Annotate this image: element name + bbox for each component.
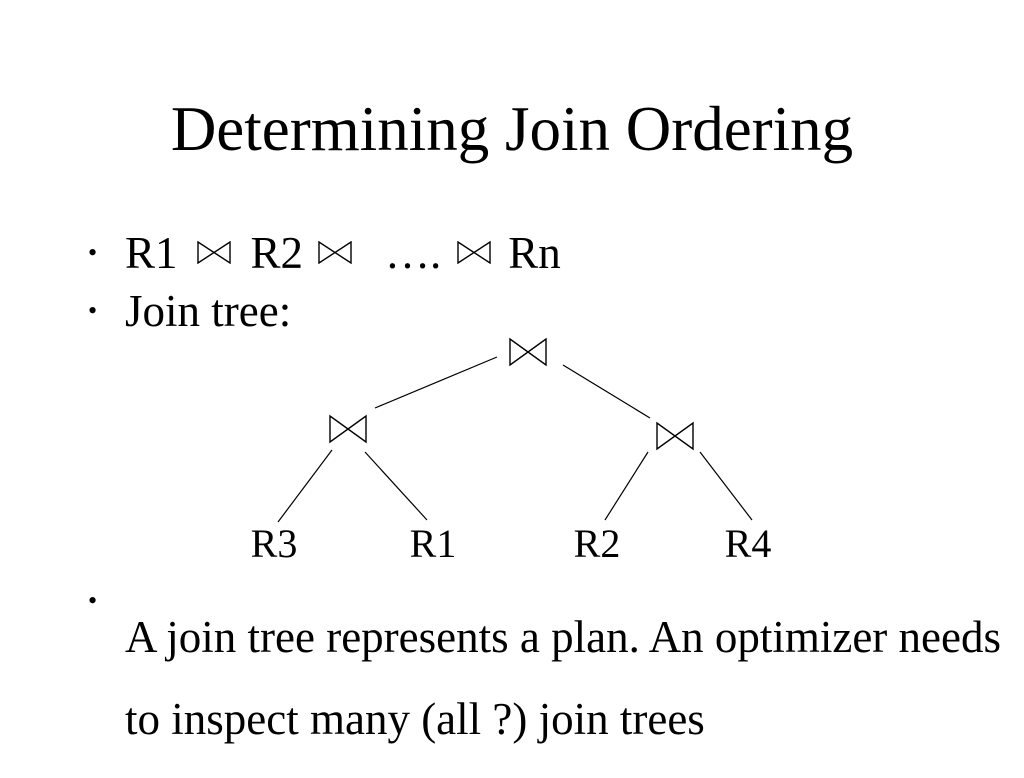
bowtie-join-icon xyxy=(196,241,231,264)
plan-text-line1: A join tree represents a plan. An optimi… xyxy=(125,612,1001,662)
relation-r2-label: R2 xyxy=(250,228,304,278)
leaf-label-r4: R4 xyxy=(725,521,772,566)
relation-rn-label: Rn xyxy=(508,228,561,278)
bullet-line-joins: • R1 R2 …. Rn xyxy=(88,230,561,276)
tree-edge-root-left xyxy=(374,356,498,409)
bullet-line-plan: • A join tree represents a plan. An opti… xyxy=(88,578,1001,778)
leaf-label-r3: R3 xyxy=(251,521,298,566)
relation-r1-label: R1 xyxy=(125,228,178,278)
tree-edge-right-r2 xyxy=(604,451,649,521)
bullet-marker: • xyxy=(88,238,98,267)
leaf-label-r1: R1 xyxy=(410,521,457,566)
bowtie-join-icon-left xyxy=(329,414,367,444)
plan-text: A join tree represents a plan. An optimi… xyxy=(125,578,1001,778)
join-tree-diagram: R3 R1 R2 R4 xyxy=(251,337,772,566)
bowtie-join-icon-right xyxy=(656,421,694,451)
tree-edge-root-right xyxy=(562,364,651,419)
tree-edge-left-r1 xyxy=(364,451,428,521)
slide-title: Determining Join Ordering xyxy=(170,94,854,164)
plan-text-line2: to inspect many (all ?) join trees xyxy=(125,694,705,744)
tree-edge-right-r4 xyxy=(699,451,753,521)
tree-edge-left-r3 xyxy=(277,449,333,523)
bowtie-join-icon xyxy=(318,241,352,264)
bullet-marker: • xyxy=(88,586,98,615)
bowtie-join-icon-root xyxy=(509,337,547,367)
leaf-label-r2: R2 xyxy=(574,521,621,566)
bullet-marker: • xyxy=(88,296,98,325)
join-tree-label: Join tree: xyxy=(125,286,292,336)
bowtie-join-icon xyxy=(457,241,491,264)
ellipsis-label: …. xyxy=(385,228,442,278)
bullet-line-join-tree: • Join tree: xyxy=(88,288,291,334)
